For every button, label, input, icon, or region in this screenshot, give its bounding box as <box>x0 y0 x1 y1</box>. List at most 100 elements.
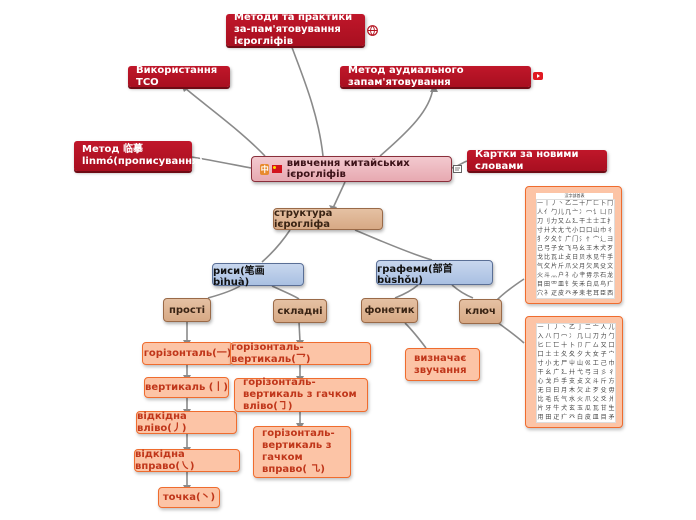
structure-node[interactable]: структура ієрогліфа <box>273 208 383 230</box>
radical-glyph: 气 <box>561 396 568 403</box>
radical-glyph: 尸 <box>614 236 615 244</box>
radical-glyph: 玄 <box>569 405 576 412</box>
radical-glyph: 卜 <box>569 342 576 349</box>
radical-table-image-1[interactable]: 汉字部首表 一丨丿丶乙二十厂匚卜冂八人亻勹儿几亠冫冖讠凵卩阝刀刂力又厶廴干土士工… <box>525 186 622 304</box>
radical-table-header: 汉字部首表 <box>536 193 613 199</box>
radical-glyph: 水 <box>586 254 593 261</box>
radical-glyph: 小 <box>545 360 552 367</box>
determines-sound-node[interactable]: визначає звучання <box>405 348 480 381</box>
radical-glyph: 罒 <box>551 281 558 288</box>
radical-glyph: 二 <box>572 200 579 207</box>
topic-tso[interactable]: Використання ТСО <box>128 65 230 88</box>
radical-glyph: 彐 <box>592 369 599 376</box>
radical-glyph: 支 <box>569 378 576 385</box>
complex-node[interactable]: складні <box>273 299 327 323</box>
radical-glyph: 弋 <box>576 369 583 376</box>
radical-glyph: 八 <box>545 333 552 340</box>
radical-glyph: 斗 <box>592 378 599 385</box>
radical-glyph: 月 <box>561 387 568 394</box>
stroke-left-falling[interactable]: відкідна вліво(丿) <box>136 411 237 434</box>
radical-glyph: 工 <box>592 360 599 367</box>
key-node[interactable]: ключ <box>459 299 502 324</box>
simple-node[interactable]: прості <box>163 298 211 322</box>
radical-glyph: 己 <box>600 360 607 367</box>
youtube-icon[interactable] <box>533 72 543 80</box>
stroke-horizontal[interactable]: горізонталь(一) <box>142 342 233 365</box>
radical-glyph: 山 <box>576 360 583 367</box>
stroke-horizontal-label: горізонталь(一) <box>143 347 232 359</box>
radical-glyph: 皿 <box>558 281 565 288</box>
stroke-dot[interactable]: точка(丶) <box>158 487 220 508</box>
radical-glyph: 屮 <box>569 360 576 367</box>
radical-glyph: 子 <box>551 245 558 252</box>
radical-glyph: 而 <box>614 290 615 298</box>
radical-glyph: 彳 <box>607 227 614 234</box>
graphemes-node[interactable]: графеми(部首 bùshǒu) <box>376 260 493 286</box>
radical-glyph: 尢 <box>553 360 560 367</box>
topic-audio-label: Метод аудиального запам'ятовування <box>348 64 464 88</box>
radical-glyph: 力 <box>551 218 558 225</box>
key-label: ключ <box>465 306 496 317</box>
link-key <box>451 284 474 299</box>
structure-label: структура ієрогліфа <box>274 208 333 230</box>
central-topic[interactable]: 中 вивчення китайських ієрогліфів <box>251 156 452 182</box>
radical-glyph: 儿 <box>608 324 615 331</box>
radical-glyph: 戶 <box>553 378 560 385</box>
stroke-hv-hook-right[interactable]: горізонталь-вертикаль з гачком вправо( ㇈… <box>253 426 351 478</box>
radical-glyph: 耒 <box>579 290 586 297</box>
radical-table-image-2[interactable]: 一丨丿丶乙亅二亠人儿入八冂冖冫几凵刀力勹匕匚匸十卜卩厂厶又口囗土士夂夊夕大女子宀… <box>525 316 623 428</box>
link-sheet1 <box>496 278 525 301</box>
radical-glyph: 巾 <box>608 360 615 367</box>
radical-glyph: 无 <box>537 387 544 394</box>
radical-glyph: 殳 <box>600 263 607 270</box>
topic-methods[interactable]: Методи та практики за-пам'ятовування ієр… <box>226 12 365 47</box>
topic-audio[interactable]: Метод аудиального запам'ятовування <box>340 64 531 88</box>
topic-cards[interactable]: Картки за новими словами <box>467 149 607 172</box>
radical-glyph: 皮 <box>558 290 565 297</box>
radical-glyph: 口 <box>608 342 615 349</box>
radical-glyph: 毛 <box>614 254 615 262</box>
radical-glyph: 丶 <box>561 324 568 331</box>
strokes-node[interactable]: риси(笔画 bìhuà) <box>212 263 304 288</box>
phonetic-node[interactable]: фонетик <box>361 298 418 323</box>
radical-glyph: 女 <box>558 245 565 252</box>
radical-glyph: 欠 <box>586 263 593 270</box>
radical-glyph: 卩 <box>576 342 583 349</box>
radical-glyph: 犬 <box>561 405 568 412</box>
note-icon[interactable] <box>453 164 463 174</box>
radical-glyph: 示 <box>593 272 600 279</box>
radical-glyph: 户 <box>558 272 565 279</box>
radical-glyph: 玉 <box>576 405 583 412</box>
radical-glyph: 老 <box>586 290 593 297</box>
radical-glyph: 弓 <box>544 245 551 252</box>
link-sheet2 <box>496 321 525 344</box>
radical-glyph: 疋 <box>553 414 560 421</box>
stroke-horizontal-vertical[interactable]: горізонталь-вертикаль(乛) <box>230 342 371 365</box>
radical-glyph: 比 <box>537 396 544 403</box>
link-tso <box>184 87 266 157</box>
radical-glyph: 人 <box>600 324 607 331</box>
stroke-vertical[interactable]: вертикаль (丨) <box>144 377 229 398</box>
topic-linmo[interactable]: Метод 临摹 linmó(прописування) <box>74 141 203 171</box>
link-simple <box>207 285 241 299</box>
stroke-right-falling[interactable]: відкідна вправо(㇏) <box>134 449 240 472</box>
radical-glyph: 矢 <box>572 281 579 288</box>
radical-glyph: 夂 <box>561 351 568 358</box>
radical-glyph: 王 <box>586 245 593 252</box>
radical-glyph: 氵 <box>579 236 586 243</box>
stroke-hv-hook-right-label: горізонталь-вертикаль з гачком вправо( ㇈… <box>262 428 335 475</box>
radical-glyph: 冖 <box>586 209 593 216</box>
radical-glyph: 寸 <box>537 360 544 367</box>
radical-glyph: 干 <box>579 218 586 225</box>
phonetic-label: фонетик <box>364 305 415 316</box>
radical-glyph: 禾 <box>579 281 586 288</box>
stroke-hv-hook-left[interactable]: горізонталь-вертикаль з гачком вліво(㇆) <box>234 377 368 412</box>
radical-glyph: 目 <box>600 414 607 421</box>
link-phonetic <box>394 284 419 299</box>
radical-glyph: 臣 <box>600 290 607 297</box>
radical-glyph: 土 <box>586 218 593 225</box>
globe-icon[interactable] <box>367 25 378 36</box>
complex-label: складні <box>277 305 323 317</box>
radical-glyph: 火 <box>537 272 544 279</box>
radical-glyph: 立 <box>614 281 615 289</box>
